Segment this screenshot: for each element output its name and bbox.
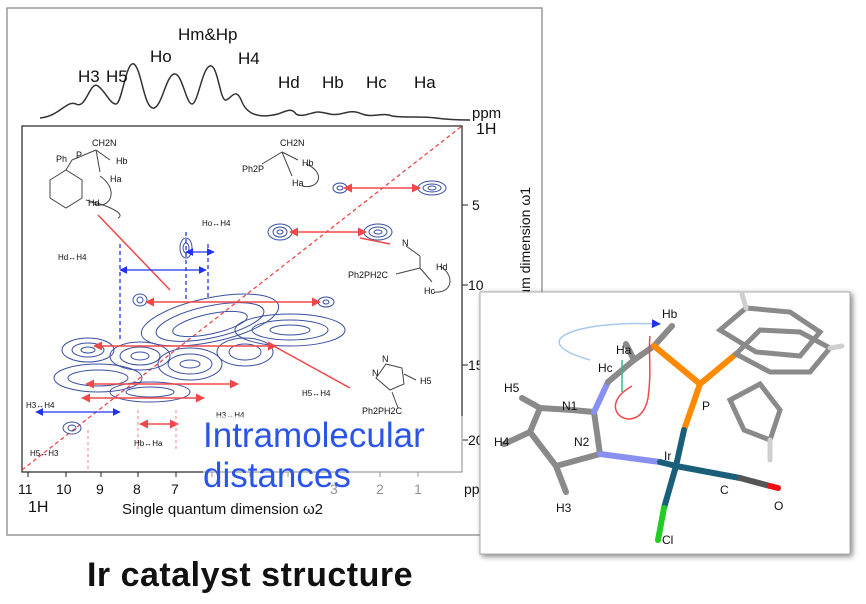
- atom-cl: Cl: [662, 533, 673, 547]
- structure-fragment-4: [375, 363, 417, 409]
- frag2-ph2p: Ph2P: [242, 164, 264, 174]
- atom-hc: Hc: [598, 361, 613, 375]
- atom-o: O: [774, 499, 783, 513]
- overlay-line-2: distances: [203, 456, 351, 495]
- 1d-spectrum-trace: [39, 63, 471, 121]
- frag2-hb: Hb: [302, 158, 314, 168]
- frag1-p: P: [76, 150, 82, 160]
- corr-label-h3-h4-a: H3↔H4: [26, 401, 55, 410]
- peak-label-h3: H3: [78, 67, 100, 86]
- frag4-ph2ph2c: Ph2PH2C: [362, 406, 403, 416]
- atom-ha: Ha: [616, 343, 632, 357]
- corr-label-hd-h4: Hd↔H4: [58, 253, 87, 262]
- x-unit-fragment: pp: [464, 481, 480, 497]
- corr-label-h3-h4-b: H3↔H4: [216, 411, 245, 420]
- frag3-hc: Hc: [424, 286, 435, 296]
- atom-c: C: [720, 483, 729, 497]
- structure-fragment-1: [49, 149, 121, 219]
- atom-h4: H4: [494, 435, 510, 449]
- correlation-arrows: [81, 183, 421, 429]
- peak-label-h5: H5: [106, 67, 128, 86]
- y-axis-ticks: [462, 204, 468, 441]
- frag4-h5: H5: [420, 376, 432, 386]
- atom-h3: H3: [556, 501, 572, 515]
- atom-n1: N1: [562, 399, 578, 413]
- x-tick-11: 11: [18, 481, 33, 497]
- corr-label-h5-h4: H5↔H4: [302, 389, 331, 398]
- nucleus-label-top: 1H: [476, 121, 496, 138]
- x-tick-7: 7: [171, 481, 179, 497]
- x-axis-label: Single quantum dimension ω2: [122, 501, 323, 518]
- frag1-hd: Hd: [88, 198, 100, 208]
- peak-label-hc: Hc: [366, 73, 387, 92]
- x-nucleus-label: 1H: [28, 499, 48, 516]
- peak-label-ha: Ha: [414, 73, 436, 92]
- corr-label-h5-h3: H5↔H3: [30, 449, 59, 458]
- structure-fragment-2: [261, 151, 319, 188]
- x-tick-10: 10: [56, 481, 72, 497]
- atom-h5: H5: [504, 381, 520, 395]
- atom-ir: Ir: [664, 449, 671, 463]
- y-tick-10: 10: [468, 277, 484, 293]
- peak-label-hb: Hb: [322, 73, 344, 92]
- frag4-n1: N: [372, 368, 379, 378]
- frag3-hd: Hd: [436, 262, 448, 272]
- figure-caption: Ir catalyst structure: [86, 556, 414, 594]
- frag1-ch2n: CH2N: [92, 138, 117, 148]
- structure-fragment-3: [395, 245, 451, 293]
- 1d-peak-labels: H3 H5 Ho Hm&Hp H4 Hd Hb Hc Ha: [78, 25, 436, 92]
- corr-label-hb-ha: Hb↔Ha: [134, 439, 163, 448]
- frag3-ph2ph2c: Ph2PH2C: [348, 270, 389, 280]
- intramolecular-distances-label: Intramolecular distances: [203, 416, 463, 496]
- frag1-hb: Hb: [116, 156, 128, 166]
- atom-n2: N2: [574, 435, 590, 449]
- frag2-ch2n: CH2N: [280, 138, 305, 148]
- molecule-3d-model: [501, 291, 845, 543]
- frag3-n: N: [402, 238, 409, 248]
- peak-label-hd: Hd: [278, 73, 300, 92]
- frag1-ha: Ha: [110, 174, 122, 184]
- frag1-ph: Ph: [56, 154, 67, 164]
- corr-label-ho-h4: Ho↔H4: [202, 219, 231, 228]
- peak-label-hm-hp: Hm&Hp: [178, 25, 238, 44]
- peak-label-ho: Ho: [150, 47, 172, 66]
- y-tick-5: 5: [472, 197, 480, 213]
- frag4-n2: N: [382, 354, 389, 364]
- overlay-line-1: Intramolecular: [203, 416, 425, 455]
- ppm-label-top: ppm: [472, 105, 501, 122]
- pink-guides: [87, 410, 177, 470]
- molecule-distance-arrows: [558, 319, 661, 420]
- molecule-atom-labels: Hb Ha Hc H5 N1 N2 H4 H3 P Ir C O Cl: [494, 307, 783, 547]
- blue-guides: [35, 232, 215, 416]
- x-tick-8: 8: [133, 481, 141, 497]
- atom-hb: Hb: [662, 307, 678, 321]
- correlation-labels: Hd↔H4 Ho↔H4 H5↔H4 H3↔H4 H3↔H4 H5↔H3 Hb↔H…: [26, 219, 331, 458]
- frag2-ha: Ha: [292, 178, 304, 188]
- x-tick-9: 9: [96, 481, 104, 497]
- peak-label-h4: H4: [238, 49, 260, 68]
- atom-p: P: [702, 399, 710, 413]
